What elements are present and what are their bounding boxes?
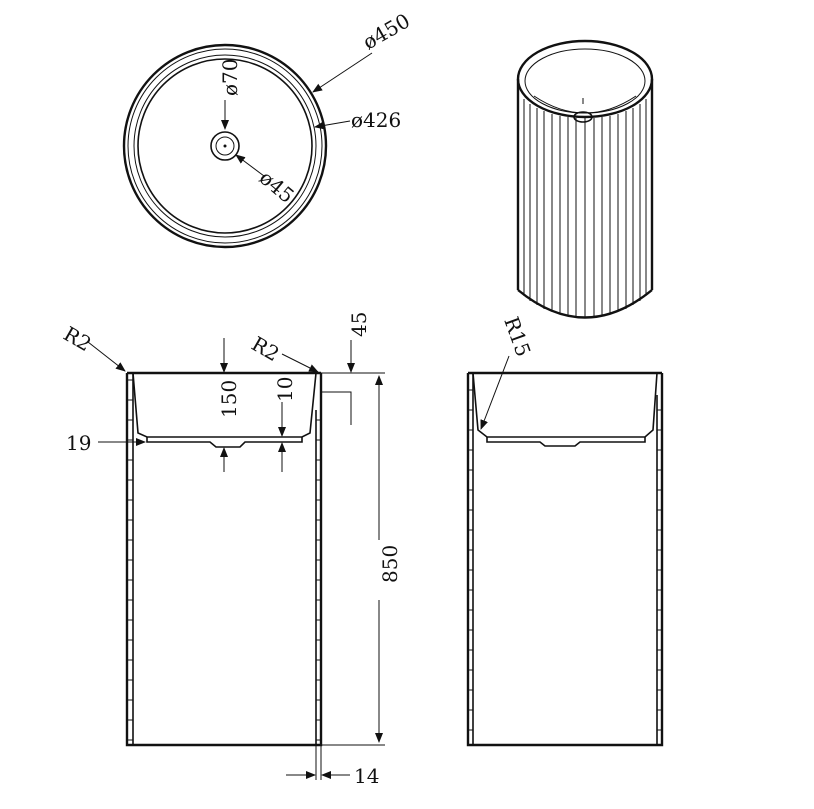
dim-45-height-label: 45 (347, 312, 371, 337)
drain-inner-circle (215, 136, 235, 156)
dim-70-label: ø70 (218, 59, 242, 97)
dim-r15-label: R15 (499, 314, 535, 360)
inner-wall-lines (132, 373, 317, 745)
fluting-lines (523, 99, 647, 317)
dim-r15-leader (480, 355, 510, 430)
dim-450-label: ø450 (359, 8, 414, 54)
drain-center (223, 144, 227, 148)
section-outer-outline (125, 373, 323, 747)
outer-rim-circle (122, 43, 328, 249)
dim-r2-right-leader (281, 353, 319, 373)
dim-19-label: 19 (66, 431, 91, 455)
front-bowl-floor (486, 437, 646, 447)
rim-circle-3 (133, 54, 317, 238)
front-view: R15 (466, 314, 664, 747)
dim-45-ext-bottom (322, 391, 352, 425)
bowl-profile (132, 372, 317, 438)
section-view: R2 R2 45 150 10 19 850 14 (60, 312, 403, 788)
pedestal-top-ellipse (516, 39, 654, 119)
dim-850-label: 850 (378, 545, 402, 583)
bowl-floor (146, 437, 303, 448)
front-bowl-profile (472, 372, 658, 438)
pedestal-inner-ellipse (524, 48, 646, 114)
pedestal-drain (573, 111, 593, 123)
dim-r2-right-label: R2 (248, 332, 284, 367)
dim-14-label: 14 (354, 764, 379, 788)
left-wall-hatch (127, 379, 133, 741)
rim-circle-2 (127, 48, 323, 244)
right-wall-hatch (316, 419, 321, 741)
perspective-view (516, 39, 654, 319)
front-left-hatch (468, 389, 473, 731)
top-view: ø450 ø426 ø70 ø45 (122, 8, 414, 249)
pedestal-bottom-curve (517, 289, 653, 319)
dim-45-leader (235, 154, 265, 177)
dim-450-leader (312, 52, 373, 93)
dim-r2-left-label: R2 (60, 322, 96, 357)
front-inner-wall-lines (472, 373, 658, 745)
front-right-hatch (657, 409, 662, 731)
dim-426-label: ø426 (351, 108, 401, 132)
dim-r2-left-leader (87, 341, 126, 372)
dim-150-label: 150 (217, 380, 241, 418)
dim-426-leader (314, 120, 351, 130)
drain-outer-circle (210, 131, 240, 161)
inner-rim-circle (137, 58, 313, 234)
front-outer-outline (466, 373, 664, 747)
dim-10-label: 10 (273, 377, 297, 402)
